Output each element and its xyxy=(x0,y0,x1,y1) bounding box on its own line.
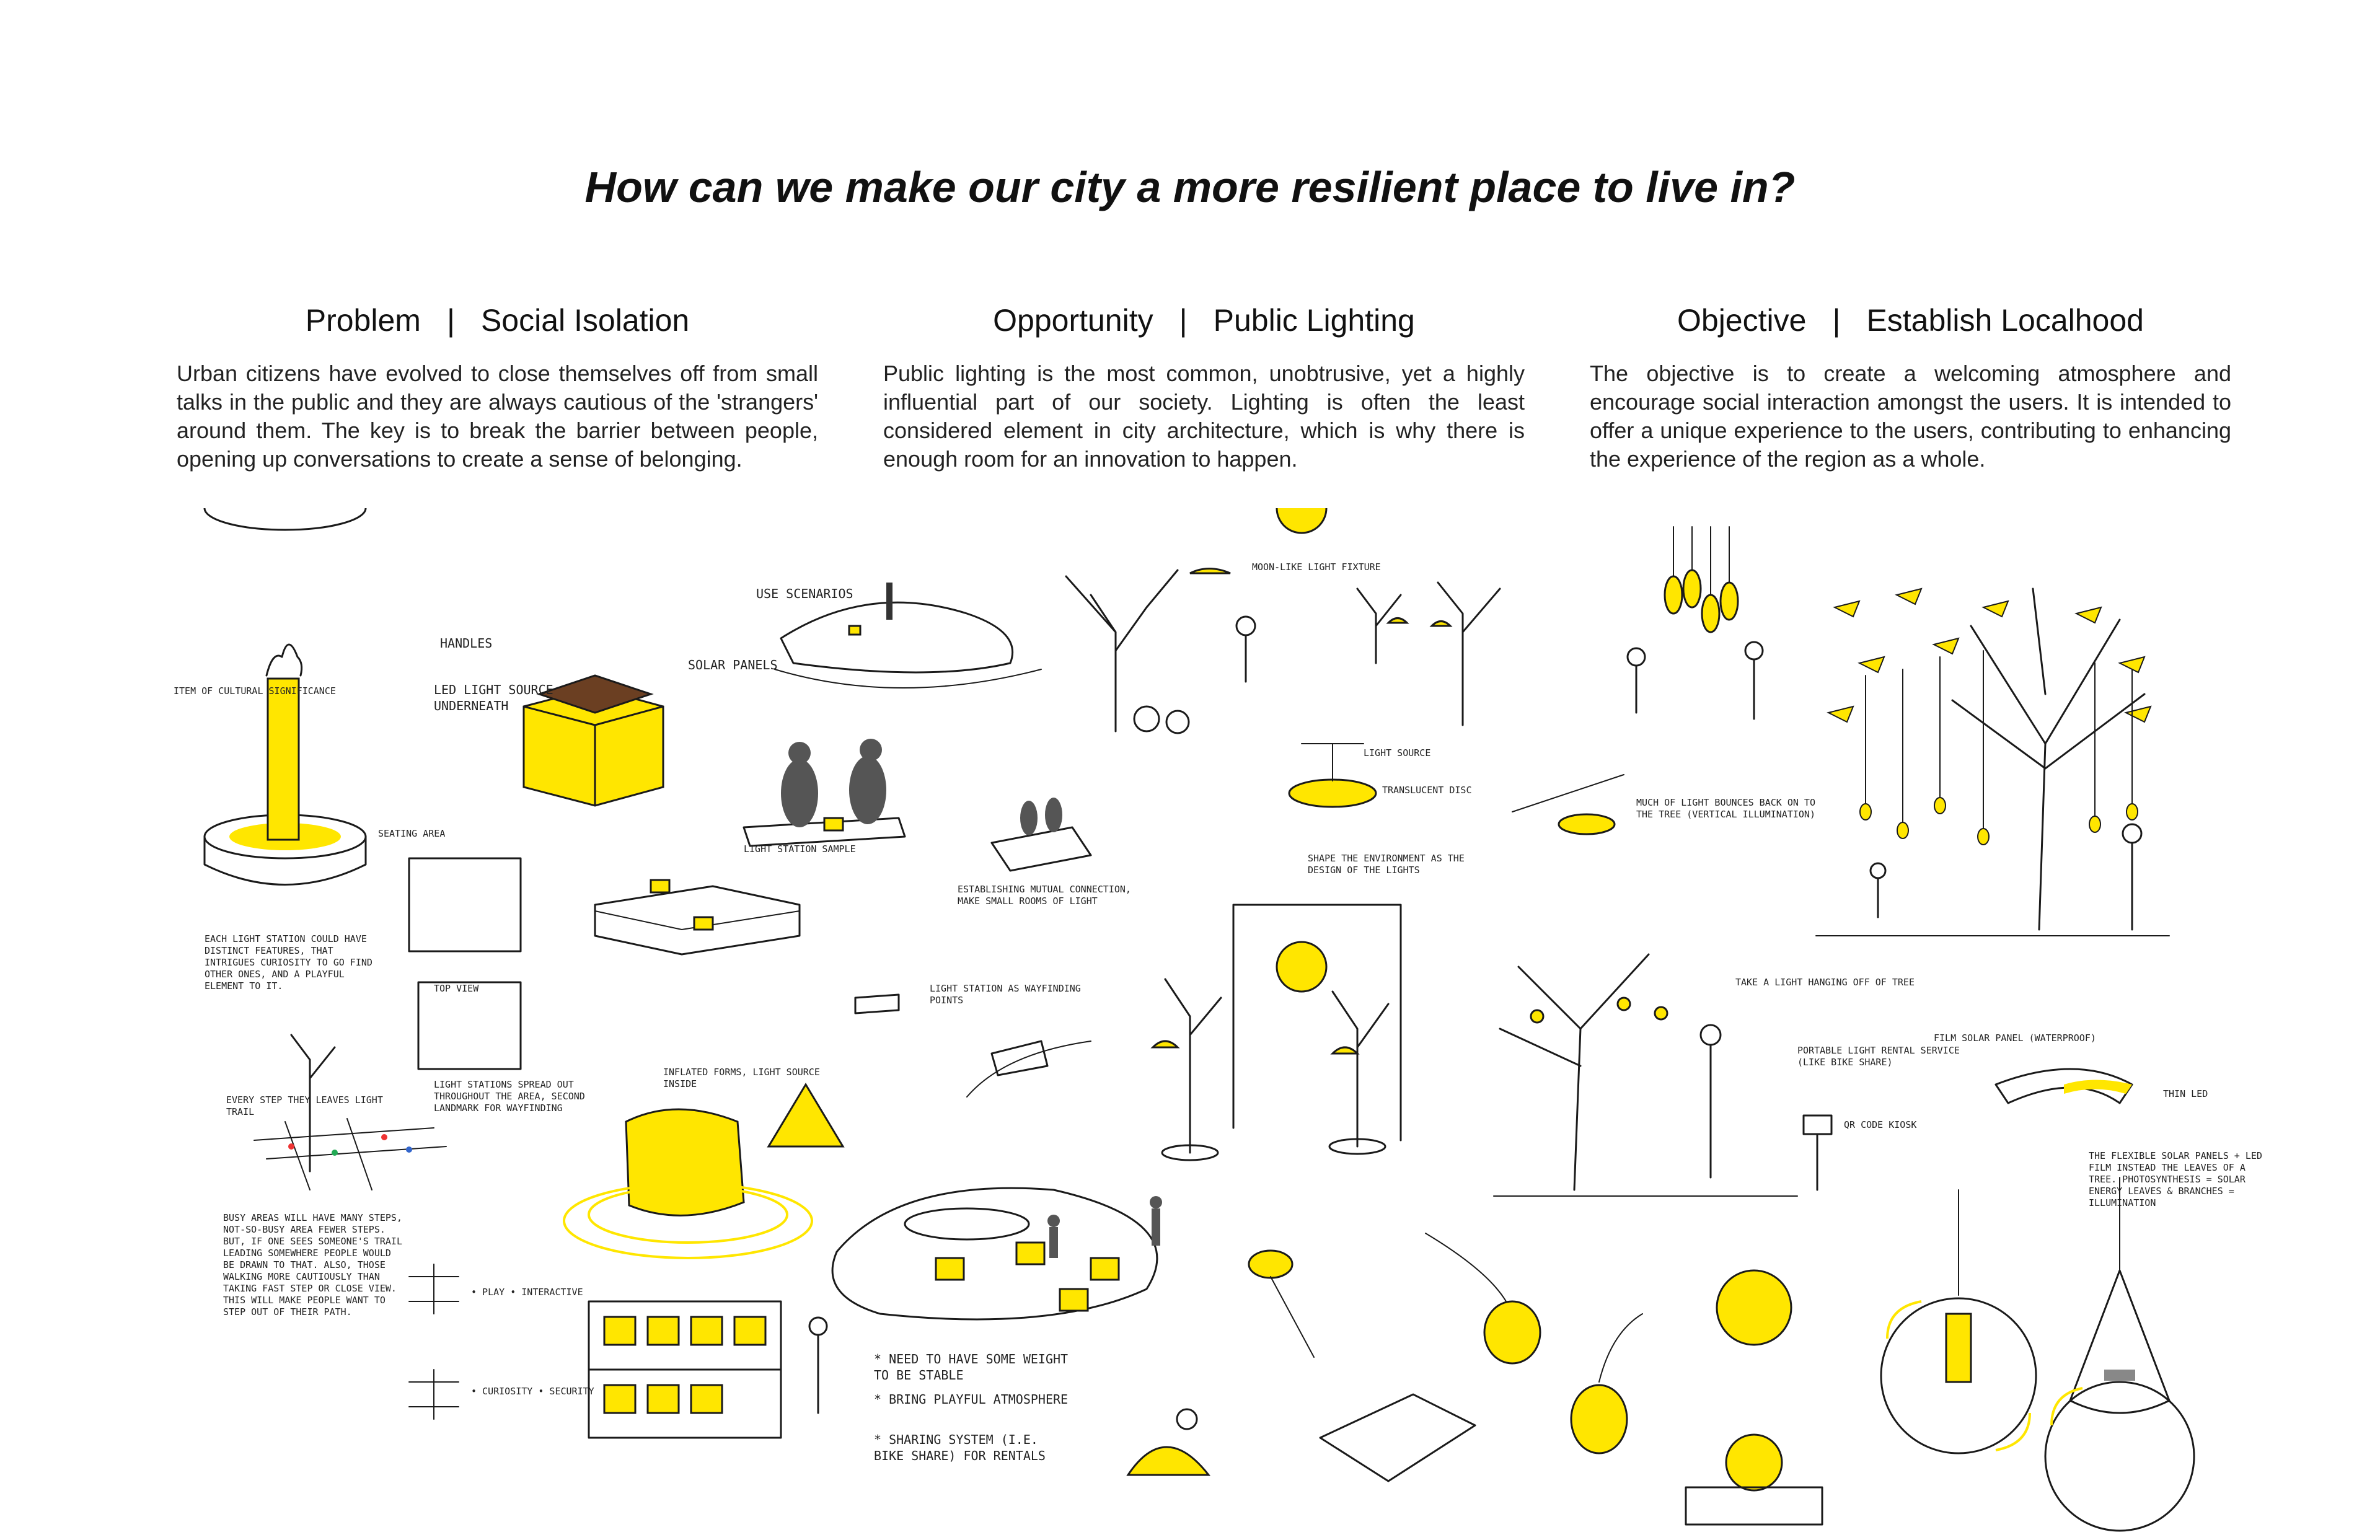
objective-label: Objective xyxy=(1677,303,1807,338)
note-seating-area: SEATING AREA xyxy=(378,828,445,839)
problem-text: Urban citizens have evolved to close the… xyxy=(177,361,818,472)
note-sharing-system: * SHARING SYSTEM (I.E.BIKE SHARE) FOR RE… xyxy=(874,1432,1046,1463)
note-qr-kiosk: QR CODE KIOSK xyxy=(1844,1119,1916,1130)
objective-heading: Objective|Establish Localhood xyxy=(1677,303,2144,338)
note-curiosity-security: • CURIOSITY • SECURITY xyxy=(471,1386,594,1397)
bench-people-sketch xyxy=(743,739,906,847)
light-station-sample-sketch: LIGHT STATION SAMPLE xyxy=(594,843,856,956)
opportunity-sublabel: Public Lighting xyxy=(1213,303,1415,338)
note-translucent-disc: TRANSLUCENT DISC xyxy=(1382,785,1472,796)
opportunity-heading: Opportunity|Public Lighting xyxy=(993,303,1415,338)
problem-sublabel: Social Isolation xyxy=(480,303,690,338)
totem-sketch: ITEM OF CULTURAL SIGNIFICANCE SEATING AR… xyxy=(174,508,445,992)
note-establishing: ESTABLISHING MUTUAL CONNECTION,MAKE SMAL… xyxy=(958,884,1131,907)
note-take-light: TAKE A LIGHT HANGING OFF OF TREE xyxy=(1735,977,1915,988)
portable-lights-sketch xyxy=(1126,1233,1823,1526)
note-light-station-sample: LIGHT STATION SAMPLE xyxy=(744,843,856,855)
page-title: How can we make our city a more resilien… xyxy=(584,163,1796,211)
shelf-sketch xyxy=(588,1300,828,1439)
establishing-sketch: ESTABLISHING MUTUAL CONNECTION,MAKE SMAL… xyxy=(958,798,1131,907)
globe-pendants-sketch xyxy=(1880,1177,2195,1532)
note-item-cultural: ITEM OF CULTURAL SIGNIFICANCE xyxy=(174,685,336,697)
problem-label: Problem xyxy=(305,303,421,338)
hanging-lights-sketch xyxy=(1626,526,1764,720)
note-thin-led: THIN LED xyxy=(2163,1088,2208,1099)
note-top-view: TOP VIEW xyxy=(434,983,479,994)
note-use-scenarios: USE SCENARIOS xyxy=(756,586,853,601)
objective-sublabel: Establish Localhood xyxy=(1866,303,2144,338)
problem-heading: Problem|Social Isolation xyxy=(305,303,690,338)
opportunity-text: Public lighting is the most common, unob… xyxy=(883,361,1525,472)
solar-tree-sketch xyxy=(1815,587,2170,936)
trees-lights-sketch xyxy=(1356,581,1501,726)
note-busy-areas: BUSY AREAS WILL HAVE MANY STEPS,NOT-SO-B… xyxy=(223,1212,402,1318)
note-handles: HANDLES xyxy=(440,636,492,651)
note-light-source: LIGHT SOURCE xyxy=(1364,747,1430,759)
note-portable-rental: PORTABLE LIGHT RENTAL SERVICE(LIKE BIKE … xyxy=(1797,1045,1960,1068)
objective-text: The objective is to create a welcoming a… xyxy=(1590,361,2231,472)
take-light-sketch: TAKE A LIGHT HANGING OFF OF TREE PORTABL… xyxy=(1493,953,1960,1197)
use-scenarios-sketch: USE SCENARIOS xyxy=(756,583,1042,689)
moon-fixture-sketch: MOON-LIKE LIGHT FIXTURE xyxy=(1065,561,1381,734)
note-bring-playful: * BRING PLAYFUL ATMOSPHERE xyxy=(874,1392,1068,1407)
concept-sketches: ITEM OF CULTURAL SIGNIFICANCE SEATING AR… xyxy=(174,508,2262,1532)
translucent-disc-sketch: LIGHT SOURCE TRANSLUCENT DISC SHAPE THE … xyxy=(1288,743,1472,876)
flexible-solar-sketch: FILM SOLAR PANEL (WATERPROOF) THIN LED T… xyxy=(1934,1032,2262,1208)
frame-trees-sketch xyxy=(1150,508,1402,1161)
note-solar-panels: SOLAR PANELS xyxy=(688,658,778,672)
note-film-solar: FILM SOLAR PANEL (WATERPROOF) xyxy=(1934,1032,2096,1044)
note-play-interaction: • PLAY • INTERACTIVE xyxy=(471,1287,583,1298)
opportunity-label: Opportunity xyxy=(993,303,1153,338)
note-moon-like: MOON-LIKE LIGHT FIXTURE xyxy=(1252,561,1381,573)
